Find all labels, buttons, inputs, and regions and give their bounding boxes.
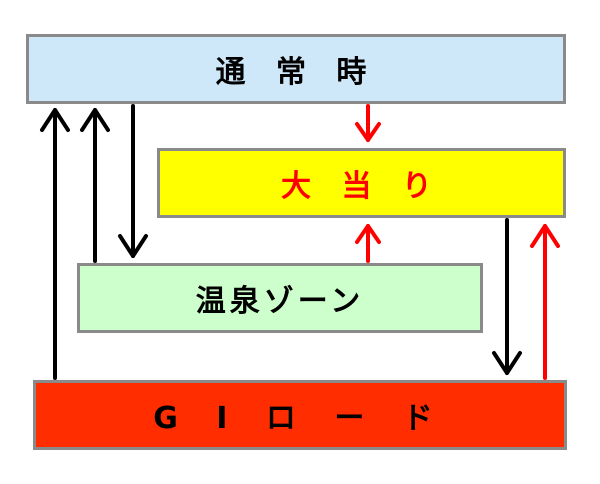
arrow-jackpot-to-giroad	[492, 218, 522, 375]
state-gi-road-box: G I ロ ー ド	[33, 380, 567, 450]
state-jackpot-box: 大 当 り	[157, 148, 566, 218]
arrow-onsen-to-normal	[80, 108, 110, 263]
arrow-giroad-to-jackpot	[530, 224, 560, 380]
state-onsen-zone-box: 温泉ゾーン	[77, 263, 483, 333]
state-normal-box: 通 常 時	[26, 34, 566, 104]
arrow-normal-to-jackpot	[355, 104, 381, 142]
arrow-giroad-to-normal	[40, 108, 70, 380]
state-jackpot-label: 大 当 り	[281, 169, 442, 204]
state-gi-road-label: G I ロ ー ド	[153, 401, 447, 436]
arrow-onsen-to-jackpot	[355, 224, 381, 263]
arrow-normal-to-onsen	[118, 104, 148, 258]
state-onsen-zone-label: 温泉ゾーン	[195, 284, 365, 319]
state-normal-label: 通 常 時	[215, 55, 377, 90]
